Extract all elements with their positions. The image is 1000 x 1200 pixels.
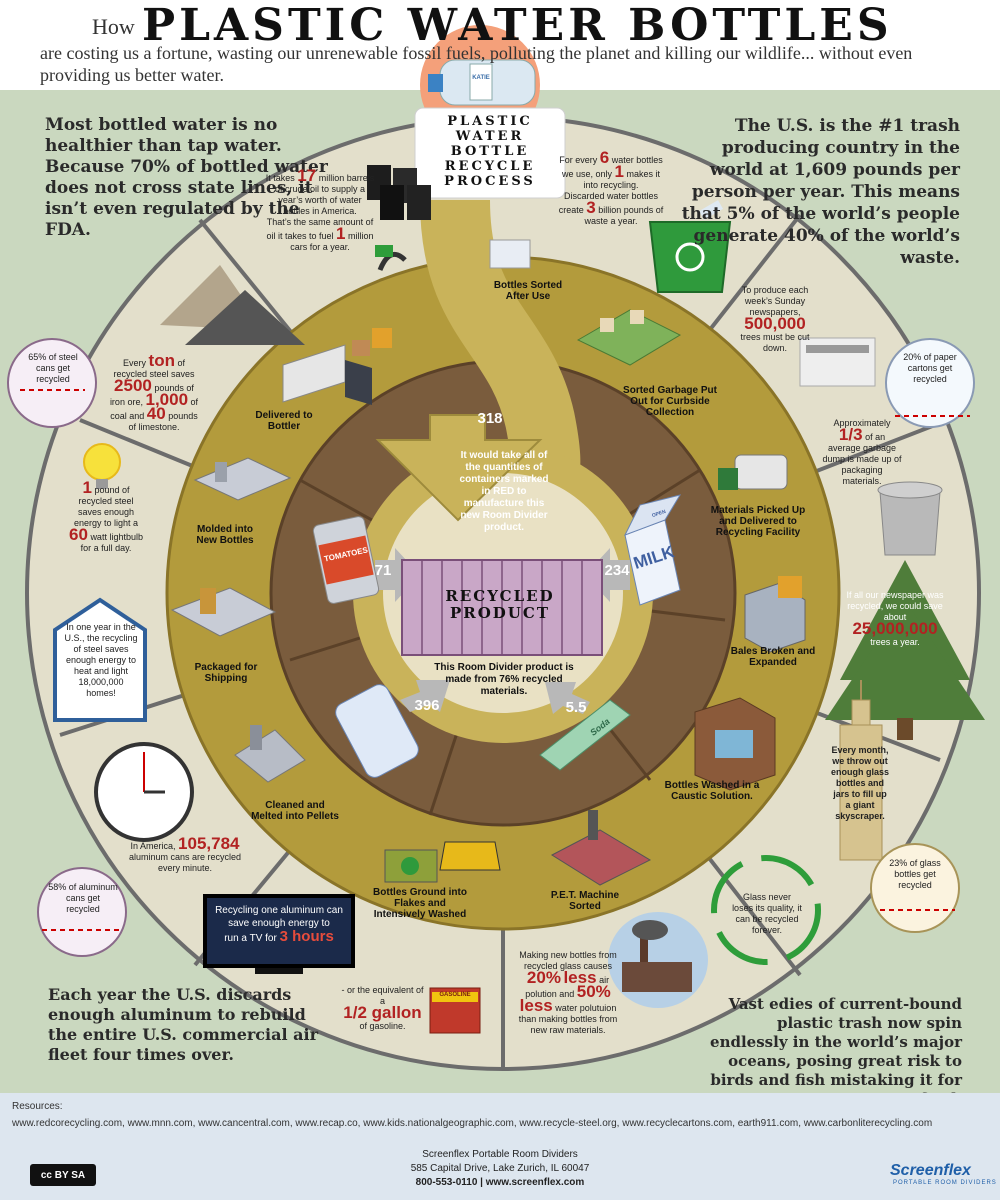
- gas-can-image: [429, 987, 481, 1034]
- recycle-bin-image: [648, 200, 732, 293]
- process-title-plate: [414, 107, 566, 199]
- cc-license-badge[interactable]: cc BY SA: [30, 1164, 96, 1186]
- glass-cycle-image: [711, 855, 821, 965]
- house-image: [53, 597, 147, 722]
- screenflex-logo-sub: PORTABLE ROOM DIVIDERS: [893, 1180, 997, 1186]
- count-bottles: 318: [477, 410, 503, 427]
- clock-image: [94, 742, 194, 842]
- house-fact: In one year in the U.S., the recycling o…: [64, 622, 138, 698]
- soda-bottle-image: [539, 699, 631, 771]
- factory-pollution-image: [608, 912, 708, 1008]
- count-cartons: 234: [604, 562, 630, 579]
- bubble-aluminum: 58% of aluminum cans get recycled: [48, 882, 118, 914]
- skyscraper-fact: Every month, we throw out enough glass b…: [830, 745, 889, 821]
- step-bottles-sorted: Bottles Sorted After Use: [493, 280, 563, 302]
- lightbulb-image: [83, 443, 121, 489]
- step-curbside: Sorted Garbage Put Out for Curbside Coll…: [623, 385, 717, 418]
- arrow-br: [545, 682, 590, 714]
- wash-building-image: [694, 697, 776, 791]
- company-contact[interactable]: 800-553-0110 | www.screenflex.com: [415, 1177, 585, 1188]
- bales-image: [744, 576, 806, 653]
- bubble-aluminum-circle: [37, 867, 127, 957]
- lightbulb-fact: 1 pound of recycled steel saves enough e…: [69, 478, 143, 553]
- bubble-glass: 23% of glass bottles get recycled: [889, 858, 941, 890]
- bubble-steel: 65% of steel cans get recycled: [28, 352, 78, 384]
- step-delivered: Delivered to Bottler: [255, 410, 313, 432]
- arrow-bl: [400, 680, 450, 712]
- center-note: It would take all of the quantities of c…: [459, 450, 549, 533]
- recycle-fact: For every 6 water bottles we use, only 1…: [558, 148, 664, 226]
- step-melted: Cleaned and Melted into Pellets: [251, 800, 339, 822]
- fact-bottom-left: Each year the U.S. discards enough alumi…: [48, 985, 319, 1064]
- garbage-truck-image: [718, 454, 788, 490]
- houses-image: [576, 309, 682, 366]
- big-arrow: [375, 414, 543, 522]
- fact-bottom-right: Vast edies of current-bound plastic tras…: [710, 995, 962, 1108]
- tree-fact: If all our newspaper was recycled, we co…: [846, 590, 944, 647]
- header-subtitle: are costing us a fortune, wasting our un…: [40, 43, 913, 85]
- newspaper-fact: To produce each week’s Sunday newspapers…: [740, 285, 810, 353]
- tv-image: [203, 894, 355, 974]
- gravel-pile-image: [160, 265, 305, 345]
- count-glass: 5.5: [565, 699, 587, 716]
- factory-image-melted: [234, 725, 306, 783]
- fact-top-left: Most bottled water is no healthier than …: [45, 115, 328, 240]
- step-ground: Bottles Ground into Flakes and Intensive…: [373, 887, 467, 920]
- process-title: PLASTIC WATER BOTTLE RECYCLE PROCESS: [444, 114, 536, 189]
- factory-image-molded: [193, 457, 292, 501]
- truck-image: [282, 344, 372, 405]
- company-name: Screenflex Portable Room Dividers: [422, 1149, 578, 1160]
- footer-address: Screenflex Portable Room Dividers 585 Ca…: [350, 1148, 650, 1190]
- milk-carton-image: [623, 494, 682, 606]
- step-pet-sorted: P.E.T. Machine Sorted: [550, 890, 620, 912]
- resource-links[interactable]: www.redcorecycling.com, www.mnn.com, www…: [12, 1118, 933, 1129]
- step-bales: Bales Broken and Expanded: [730, 646, 816, 668]
- sorting-bins-image: [489, 239, 531, 269]
- factory-image-packaged: [170, 587, 277, 637]
- step-washed: Bottles Washed in a Caustic Solution.: [664, 780, 760, 802]
- footer: [0, 1093, 1000, 1200]
- aluminum-fact: In America, 105,784 aluminum cans are re…: [128, 834, 242, 873]
- count-cans: 71: [374, 562, 392, 579]
- glass-pollution-fact: Making new bottles from recycled glass c…: [518, 950, 618, 1035]
- tomato-can-image: [312, 516, 380, 604]
- step-molded: Molded into New Bottles: [196, 524, 254, 546]
- room-divider-image: [401, 559, 603, 656]
- header-how: How: [92, 14, 135, 39]
- trash-can-image: [877, 481, 943, 556]
- company-address: 585 Capital Drive, Lake Zurich, IL 60047: [410, 1163, 590, 1174]
- tree-image: [825, 560, 985, 740]
- packaging-fact: Approximately 1/3 of an average garbage …: [822, 418, 902, 486]
- bubble-steel-circle: [7, 338, 97, 428]
- bubble-paper-circle: [885, 338, 975, 428]
- fact-top-right: The U.S. is the #1 trash producing count…: [681, 116, 960, 268]
- resources-label: Resources:: [12, 1101, 63, 1112]
- soda-can-image: [335, 684, 419, 778]
- newspapers-image: [799, 337, 876, 387]
- count-aluminum: 396: [414, 697, 440, 714]
- pet-sorter-image: [550, 810, 652, 886]
- screenflex-logo: Screenflex: [890, 1162, 971, 1179]
- step-picked-up: Materials Picked Up and Delivered to Rec…: [710, 505, 806, 538]
- tv-fact: Recycling one aluminum can save enough e…: [215, 905, 343, 945]
- product-title: RECYCLED PRODUCT: [445, 587, 555, 622]
- gas-can-label: GASOLINE: [439, 992, 471, 998]
- steel-fact: Every ton of recycled steel saves 2500 p…: [109, 351, 199, 432]
- bubble-paper: 20% of paper cartons get recycled: [903, 352, 957, 384]
- forklift-image: [352, 328, 392, 356]
- arrow-left: [375, 548, 420, 602]
- skyscraper-image: [839, 680, 883, 861]
- bottle-brand: KATIE: [472, 75, 490, 81]
- glass-cycle-fact: Glass never loses its quality, it can be…: [732, 892, 802, 935]
- step-packaged: Packaged for Shipping: [194, 662, 258, 684]
- grinder-image: [384, 841, 501, 883]
- arrow-right: [585, 548, 630, 602]
- oil-barrels-image: [367, 165, 431, 271]
- product-note: This Room Divider product is made from 7…: [434, 662, 574, 697]
- oil-fact: It takes 17 million barrels of crude oil…: [265, 166, 375, 252]
- header-title: PLASTIC WATER BOTTLES: [142, 0, 893, 51]
